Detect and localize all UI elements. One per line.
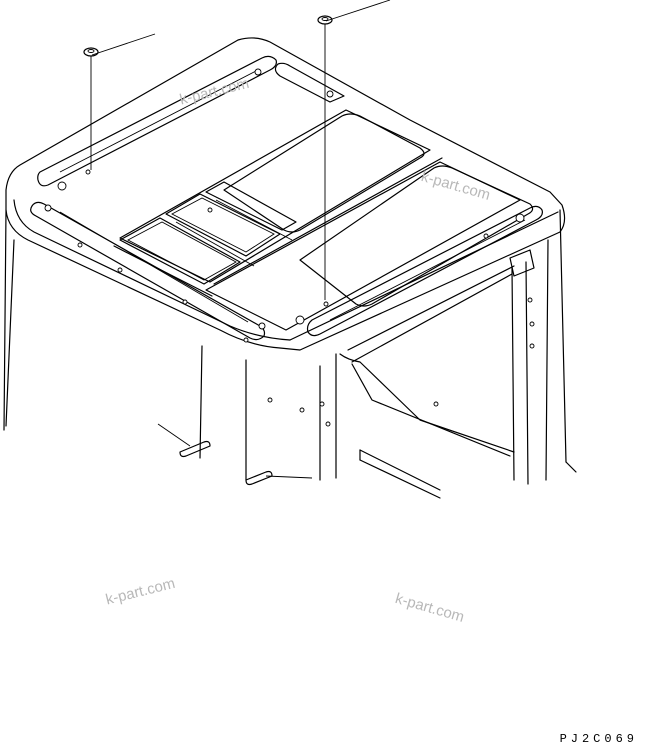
right-rail <box>306 205 543 337</box>
clip-left <box>157 423 211 458</box>
screw-right <box>317 0 391 300</box>
roof-slats <box>119 181 297 285</box>
drawing-code: PJ2C069 <box>559 732 638 746</box>
mounting-holes <box>44 68 525 343</box>
top-rail <box>274 62 345 103</box>
screw-left <box>83 33 156 170</box>
post-holes <box>267 297 535 427</box>
roof-outline <box>5 37 566 351</box>
rear-rail <box>37 55 277 187</box>
right-window-panel <box>299 165 534 307</box>
cab-posts <box>3 209 577 499</box>
clip-right <box>245 470 313 486</box>
roof-window-panel <box>223 113 425 233</box>
